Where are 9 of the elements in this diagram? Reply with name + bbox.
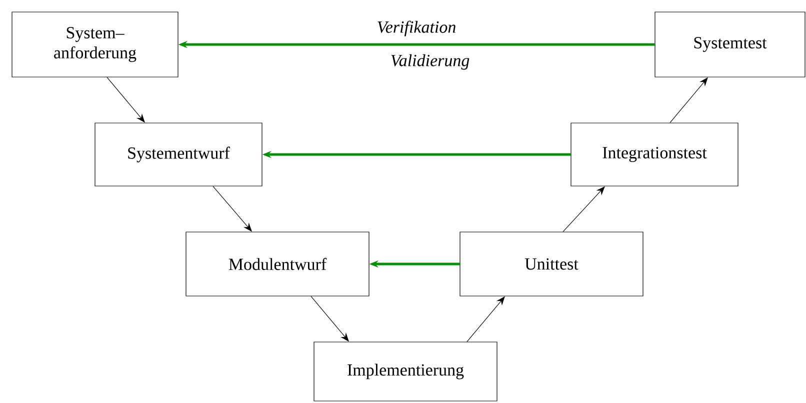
text-label: Validierung <box>391 54 470 70</box>
process-box: System– anforderung <box>12 12 178 78</box>
process-box: Unittest <box>460 232 644 296</box>
process-box: Modulentwurf <box>186 232 370 296</box>
process-box: Implementierung <box>314 342 498 402</box>
process-box: Integrationstest <box>570 122 738 186</box>
process-box: Systemtest <box>654 12 806 78</box>
process-box: Systementwurf <box>94 122 262 186</box>
edge-label: Verifikation <box>378 20 456 36</box>
